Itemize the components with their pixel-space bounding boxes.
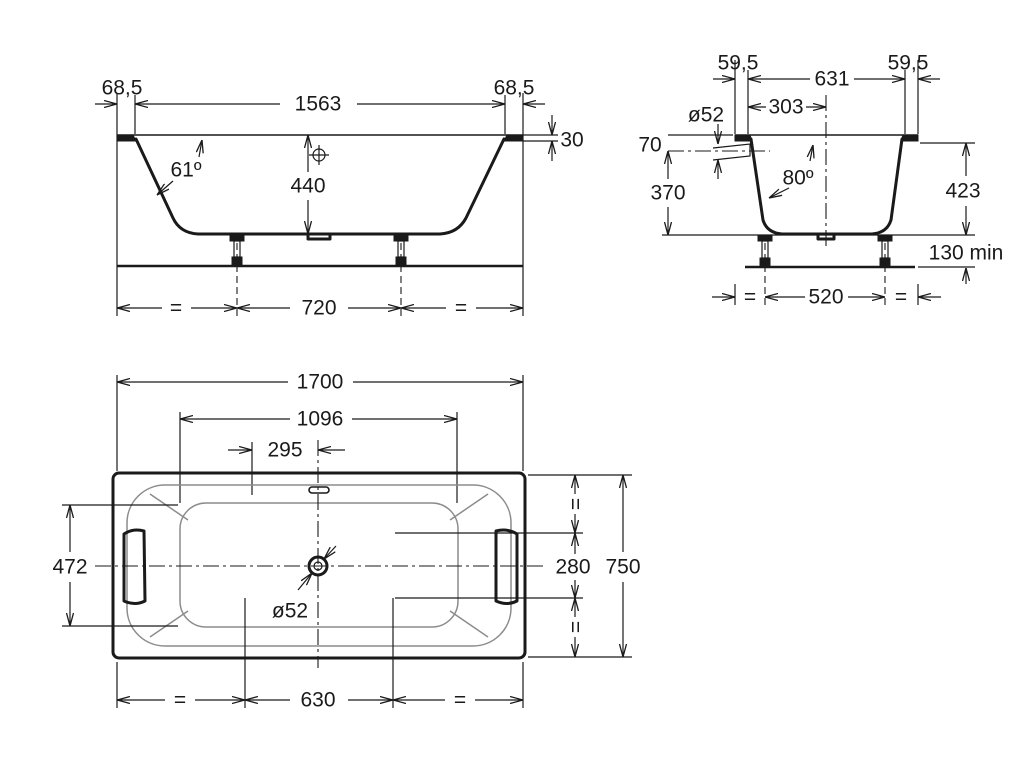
side-rim-thickness-label: 30 xyxy=(560,129,583,152)
plan-drain-arrow-top xyxy=(324,545,337,559)
plan-basin-length-label: 1096 xyxy=(297,408,344,431)
end-leg-left-bracket xyxy=(757,235,773,242)
end-overflow-height-label: 370 xyxy=(650,182,685,205)
end-leg-right-bracket xyxy=(877,235,893,242)
side-depth-label: 440 xyxy=(290,175,325,198)
plan-corner-line-top-left xyxy=(149,493,189,521)
end-wall-angle-label: 80º xyxy=(782,167,813,190)
side-left-equal-label: = xyxy=(170,297,182,320)
end-overflow-diameter-label: ø52 xyxy=(688,104,724,127)
side-wall-angle-label: 61º xyxy=(170,159,201,182)
side-right-overhang-label: 68,5 xyxy=(494,77,535,100)
plan-corner-line-bottom-right xyxy=(449,610,489,638)
plan-total-width-label: 750 xyxy=(605,556,640,579)
end-wall-angle-arrow-rim xyxy=(810,145,813,162)
plan-total-length-label: 1700 xyxy=(297,371,344,394)
plan-tub-outline xyxy=(111,471,527,660)
side-view: 68,5 1563 68,5 30 61º 440 xyxy=(95,77,584,320)
side-right-equal-label: = xyxy=(455,297,467,320)
end-leg-spacing-label: 520 xyxy=(808,286,843,309)
end-leg-right xyxy=(877,235,893,267)
end-overflow-from-rim-label: 70 xyxy=(638,134,661,157)
plan-right-equal-label: = xyxy=(454,689,466,712)
end-floor-clearance-label: 130 min xyxy=(929,242,1004,265)
side-left-overhang-label: 68,5 xyxy=(102,77,143,100)
plan-top-equal-label: = xyxy=(564,498,587,510)
plan-bottom-equal-label: = xyxy=(564,621,587,633)
plan-corner-line-top-right xyxy=(449,493,489,521)
plan-overflow-offset-label: 295 xyxy=(267,439,302,462)
plan-headrest-left xyxy=(122,528,147,605)
end-drain xyxy=(816,232,836,241)
end-left-overhang-label: 59,5 xyxy=(718,52,759,75)
plan-headrest-right xyxy=(494,528,519,605)
end-right-overhang-label: 59,5 xyxy=(888,52,929,75)
end-overflow-offset-label: 303 xyxy=(768,96,803,119)
side-rim-left-lip xyxy=(116,134,137,142)
plan-span-label: 630 xyxy=(300,689,335,712)
side-wall-angle-arrow-rim xyxy=(199,140,202,158)
plan-drain-arrow-bottom xyxy=(297,573,312,591)
plan-left-equal-label: = xyxy=(174,689,186,712)
side-leg-left-bracket xyxy=(229,235,245,242)
plan-drain-inner xyxy=(313,561,323,571)
side-rim-right-lip xyxy=(503,134,524,142)
end-wall-angle-arrow-wall xyxy=(769,187,790,198)
plan-corner-line-bottom-left xyxy=(149,610,189,638)
plan-floor-outline xyxy=(179,502,459,628)
plan-basin-width-label: 472 xyxy=(52,556,87,579)
side-wall-angle-arrow-wall xyxy=(157,180,174,195)
end-overflow-pipe xyxy=(712,143,751,161)
plan-drain-outer xyxy=(307,555,329,577)
end-height-label: 423 xyxy=(945,180,980,203)
side-overflow-crosshair-icon xyxy=(309,145,329,165)
plan-drain-diameter-label: ø52 xyxy=(272,600,308,623)
end-view: 59,5 631 59,5 303 ø52 70 370 80º 423 130… xyxy=(638,52,1003,309)
side-leg-spacing-label: 720 xyxy=(301,297,336,320)
end-width-label: 631 xyxy=(814,68,849,91)
plan-view: 1700 1096 295 472 750 xyxy=(52,371,640,712)
plan-overflow-slot xyxy=(308,486,330,494)
side-length-label: 1563 xyxy=(295,93,342,116)
end-leg-left xyxy=(757,235,773,267)
end-rim-right-lip xyxy=(900,134,919,142)
plan-drain-zone-label: 280 xyxy=(555,556,590,579)
side-leg-right-bracket xyxy=(393,235,409,242)
end-left-equal-label: = xyxy=(744,286,756,309)
end-right-equal-label: = xyxy=(895,286,907,309)
side-drain xyxy=(306,232,332,241)
end-rim-left-lip xyxy=(734,134,753,142)
